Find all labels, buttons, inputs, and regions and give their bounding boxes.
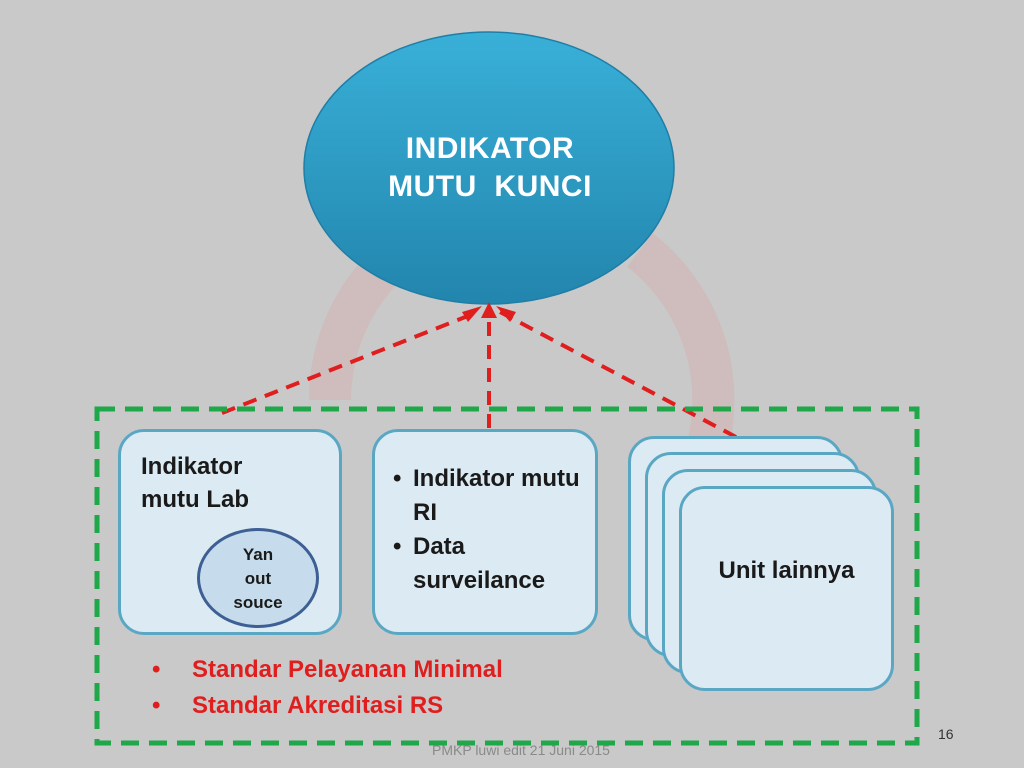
lab-indicator-box: Indikator mutu Lab Yan out souce <box>118 429 342 635</box>
list-item: • Standar Pelayanan Minimal <box>152 652 503 688</box>
list-item: • Data surveilance <box>393 530 593 598</box>
ri-item-2: Data surveilance <box>413 533 546 594</box>
bullet-icon: • <box>152 656 161 683</box>
outsource-line1: Yan <box>242 545 274 564</box>
center-title-line2: MUTU KUNCI <box>388 170 592 203</box>
dashed-arrows <box>221 310 737 439</box>
standard-item-1: Standar Pelayanan Minimal <box>192 656 503 683</box>
lab-title-line2: mutu Lab <box>141 486 249 513</box>
outsource-line2: out <box>244 569 272 588</box>
ri-indicator-box: • Indikator mutu RI • Data surveilance <box>372 429 598 635</box>
ri-indicator-list: • Indikator mutu RI • Data surveilance <box>393 462 593 598</box>
list-item: • Standar Akreditasi RS <box>152 688 503 724</box>
arrowheads <box>462 302 516 322</box>
bullet-icon: • <box>393 533 402 560</box>
arrowhead-units <box>496 306 516 322</box>
outsource-line3: souce <box>233 593 283 612</box>
other-units-label: Unit lainnya <box>718 557 855 584</box>
lab-indicator-title: Indikator mutu Lab <box>141 450 291 516</box>
ri-item-1: Indikator mutu RI <box>413 465 580 526</box>
center-title: INDIKATOR MUTU KUNCI <box>380 130 600 206</box>
standard-item-2: Standar Akreditasi RS <box>192 692 444 719</box>
bullet-icon: • <box>393 465 402 492</box>
bullet-icon: • <box>152 692 161 719</box>
page-number: 16 <box>938 726 954 742</box>
lab-title-line1: Indikator <box>141 453 243 480</box>
list-item: • Indikator mutu RI <box>393 462 593 530</box>
center-title-line1: INDIKATOR <box>405 132 575 165</box>
arrowhead-ri <box>481 302 497 318</box>
dashed-group-frame <box>94 406 920 746</box>
other-units-box: Unit lainnya <box>679 486 894 691</box>
standards-list: • Standar Pelayanan Minimal • Standar Akre… <box>152 652 503 724</box>
footer-text: PMKP luwi edit 21 Juni 2015 <box>432 742 610 758</box>
arrowhead-lab <box>462 306 482 322</box>
outsource-circle: Yan out souce <box>197 528 319 628</box>
